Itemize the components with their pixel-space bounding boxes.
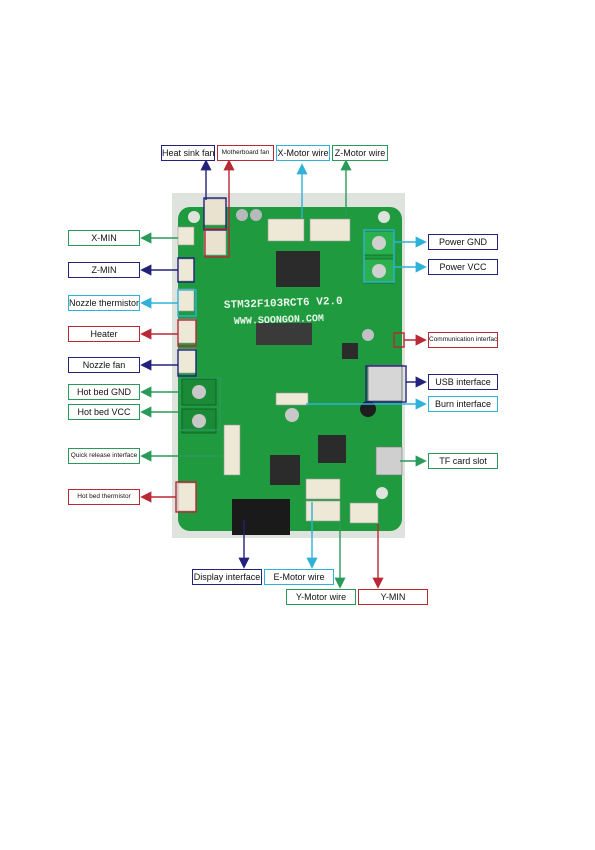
label-tf-card-slot: TF card slot: [428, 453, 498, 469]
label-hot-bed-gnd: Hot bed GND: [68, 384, 140, 400]
label-usb-interface: USB interface: [428, 374, 498, 390]
label-e-motor-wire: E-Motor wire: [264, 569, 334, 585]
label-power-vcc: Power VCC: [428, 259, 498, 275]
label-hot-bed-vcc: Hot bed VCC: [68, 404, 140, 420]
x-motor-connector: [267, 218, 305, 242]
board-model-text: STM32F103RCT6 V2.0: [224, 296, 343, 312]
label-motherboard-fan: Motherboard fan: [217, 145, 274, 161]
board-website-text: WWW.SOONGON.COM: [234, 314, 324, 328]
label-nozzle-thermistor: Nozzle thermistor: [68, 295, 140, 311]
label-burn-interface: Burn interface: [428, 396, 498, 412]
label-x-motor-wire: X-Motor wire: [276, 145, 330, 161]
label-z-motor-wire: Z-Motor wire: [332, 145, 388, 161]
label-display-interface: Display interface: [192, 569, 262, 585]
z-motor-connector: [309, 218, 351, 242]
label-hot-bed-thermistor: Hot bed thermistor: [68, 489, 140, 505]
label-power-gnd: Power GND: [428, 234, 498, 250]
label-nozzle-fan: Nozzle fan: [68, 357, 140, 373]
label-quick-release-interface: Quick release interface: [68, 448, 140, 464]
label-x-min: X-MIN: [68, 230, 140, 246]
label-z-min: Z-MIN: [68, 262, 140, 278]
label-communication-interface: Communication interface: [428, 332, 498, 348]
label-heater: Heater: [68, 326, 140, 342]
label-y-motor-wire: Y-Motor wire: [286, 589, 356, 605]
label-heat-sink-fan: Heat sink fan: [161, 145, 215, 161]
label-y-min: Y-MIN: [358, 589, 428, 605]
